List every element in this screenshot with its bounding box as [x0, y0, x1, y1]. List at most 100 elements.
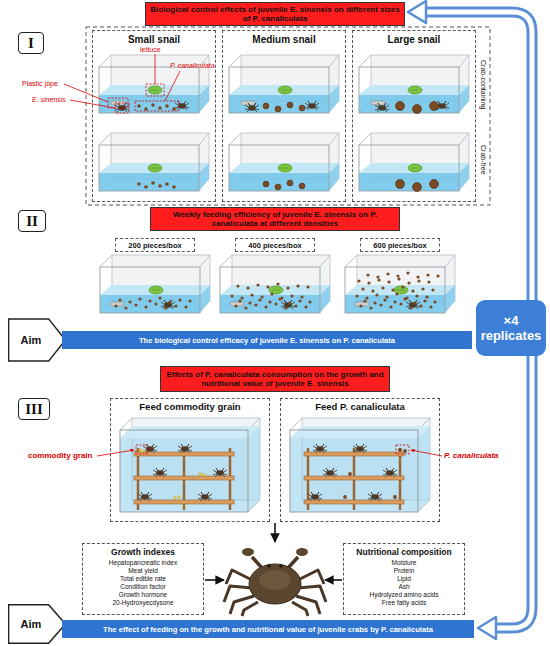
- art-ellipse: [259, 570, 291, 590]
- art-use: [363, 297, 436, 304]
- node-text: Feed P. canaliculata: [281, 401, 439, 412]
- aim-arrow-outline: [9, 319, 66, 361]
- node-text: Large snail: [353, 34, 475, 45]
- size-column: Small snail: [92, 30, 216, 202]
- art-g: [343, 448, 407, 499]
- art-use: [359, 133, 469, 191]
- list-item: Condition factor: [85, 583, 201, 591]
- art-circle: [348, 472, 352, 476]
- list-item: Meat yield: [85, 567, 201, 575]
- node-text: ×4 replicates: [479, 313, 543, 343]
- art-line: [411, 450, 442, 456]
- art-use: [229, 55, 339, 113]
- callout-markers: [64, 54, 180, 113]
- art-use: [353, 444, 367, 453]
- node-text: I: [28, 35, 34, 52]
- art-use: [281, 300, 295, 309]
- art-line: [64, 84, 108, 102]
- size-column: Large snail: [352, 30, 476, 202]
- art-use: [118, 296, 191, 303]
- tanks-small: [99, 55, 209, 191]
- art-use: [263, 180, 305, 190]
- node-text: 200 pieces/box: [128, 241, 181, 250]
- art-use: [99, 133, 209, 191]
- list-item: Ash: [346, 583, 462, 591]
- node-text: Effects of P. canaliculata consumption o…: [165, 370, 385, 389]
- density-box: 200 pieces/box: [115, 238, 195, 252]
- art-use: [278, 86, 292, 94]
- node-text: Small snail: [93, 34, 215, 45]
- node-text: The biological control efficacy of juven…: [139, 336, 395, 345]
- art-use: [368, 492, 382, 501]
- list-item: 20-Hydroxyecdysone: [85, 599, 201, 607]
- row-label: Crab-free: [479, 145, 487, 175]
- art-use: [115, 103, 129, 112]
- art-circle: [203, 474, 206, 477]
- node-text: Aim: [21, 618, 42, 630]
- art-use: [361, 285, 434, 292]
- art-use: [236, 282, 309, 289]
- art-use: [234, 302, 307, 309]
- art-ellipse: [249, 564, 301, 604]
- node-text: The effect of feeding on the growth and …: [103, 625, 433, 634]
- section-frame: [86, 27, 490, 205]
- art-use: [396, 102, 439, 114]
- art-use: [148, 86, 162, 94]
- node-text: III: [25, 401, 43, 418]
- art-line: [274, 523, 276, 542]
- crab-illustration: [224, 548, 326, 616]
- art-use: [406, 300, 420, 309]
- art-circle: [343, 495, 347, 499]
- index-box: Nutritional compositionMoistureProteinLi…: [343, 543, 465, 615]
- art-use: [355, 292, 428, 299]
- art-use: [396, 180, 439, 192]
- art-polygon: [408, 1, 426, 23]
- art-use: [137, 181, 176, 189]
- art-use: [408, 164, 422, 172]
- aim-arrow: Aim: [8, 318, 66, 362]
- index-box: Growth indexesHepatopancreatic indexMeat…: [82, 543, 204, 615]
- art-use: [290, 418, 430, 512]
- art-use: [383, 468, 397, 477]
- art-circle: [139, 449, 142, 452]
- art-use: [220, 255, 330, 313]
- art-use: [213, 468, 227, 477]
- art-use: [230, 292, 303, 299]
- section-number: II: [18, 210, 46, 232]
- art-use: [305, 101, 319, 110]
- callout-label: E. sinensis: [32, 96, 66, 104]
- art-line: [165, 71, 180, 101]
- list-item: Total edible rate: [85, 575, 201, 583]
- art-use: [323, 468, 337, 477]
- list-item: Lipid: [346, 575, 462, 583]
- density-box: 400 pieces/box: [235, 238, 315, 252]
- section-number: III: [18, 398, 50, 420]
- rearing-racks: [120, 418, 430, 512]
- node-text: II: [26, 213, 38, 230]
- aim-bar: The biological control efficacy of juven…: [62, 331, 472, 349]
- tanks-medium: [229, 55, 339, 191]
- art-use: [175, 101, 189, 110]
- art-circle: [403, 449, 407, 453]
- callout-label: lettuce: [140, 46, 161, 54]
- callout-label: Plastic pipe: [22, 80, 58, 88]
- art-circle: [143, 450, 146, 453]
- density-box: 600 pieces/box: [360, 238, 440, 252]
- art-circle: [279, 564, 283, 568]
- art-use: [245, 103, 259, 112]
- art-use: [263, 102, 305, 112]
- art-use: [178, 444, 192, 453]
- art-circle: [393, 495, 397, 499]
- art-rect: [136, 445, 148, 454]
- art-use: [100, 255, 210, 313]
- art-use: [161, 300, 175, 309]
- list-item: Moisture: [346, 559, 462, 567]
- art-use: [359, 55, 469, 113]
- art-line: [325, 579, 342, 581]
- art-use: [308, 492, 322, 501]
- callout-label: commodity grain: [28, 451, 92, 460]
- art-use: [278, 164, 292, 172]
- art-use: [114, 302, 187, 309]
- callout-label: P. canaliculata: [444, 451, 499, 460]
- node-text: Growth indexes: [85, 547, 201, 557]
